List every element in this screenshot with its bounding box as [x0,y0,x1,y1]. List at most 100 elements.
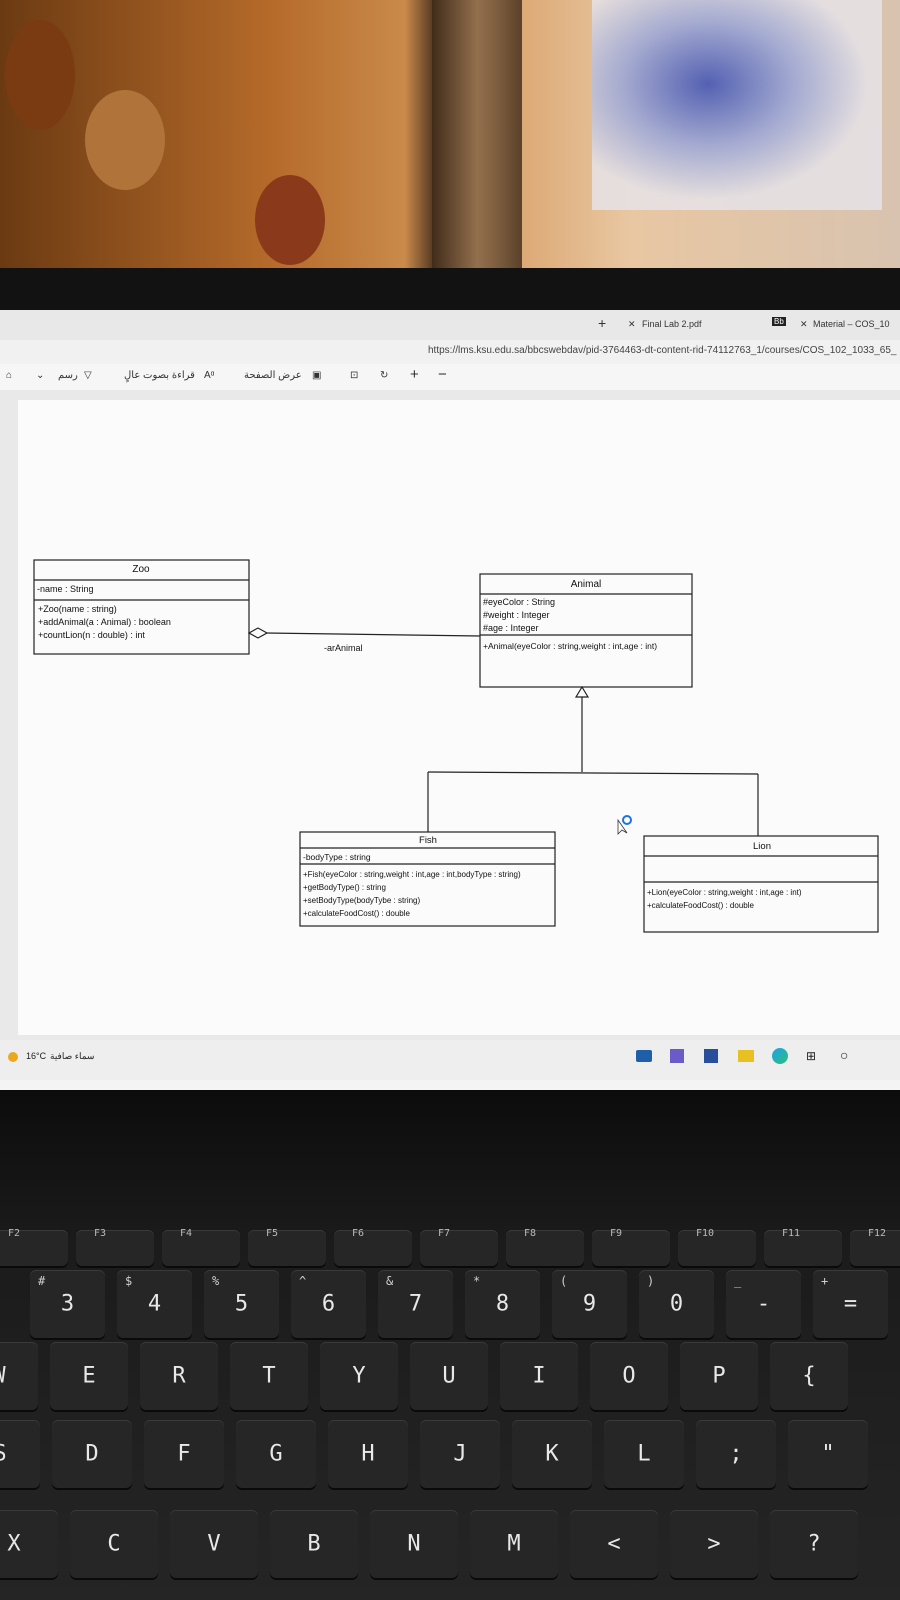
bottom-key-7[interactable]: > [670,1510,758,1578]
number-key-5[interactable]: 8* [465,1270,540,1338]
zoom-in-button[interactable]: + [410,366,419,383]
top-key-1[interactable]: E [50,1342,128,1410]
number-key-0[interactable]: 3# [30,1270,105,1338]
new-tab-icon[interactable]: + [598,315,607,331]
close-tab-icon[interactable]: ✕ [628,319,636,329]
fit-page-icon[interactable]: ⊡ [350,370,359,381]
fkey-f9[interactable]: F9 [592,1228,670,1266]
weather-icon[interactable] [8,1052,18,1062]
read-aloud-icon[interactable]: Aᵅ [204,370,215,381]
fkey-f7[interactable]: F7 [420,1228,498,1266]
app-icon-2[interactable] [704,1049,718,1063]
top-key-8[interactable]: P [680,1342,758,1410]
key-label: R [172,1363,186,1389]
fkey-f11[interactable]: F11 [764,1228,842,1266]
tab-final-lab[interactable]: Final Lab 2.pdf [642,319,702,329]
room-background [0,0,900,285]
home-key-4[interactable]: H [328,1420,408,1488]
fish-method-3: +calculateFoodCost() : double [303,909,411,918]
home-key-9[interactable]: " [788,1420,868,1488]
animal-class-box [479,573,693,688]
top-key-2[interactable]: R [140,1342,218,1410]
task-view-icon[interactable]: ⊞ [806,1049,817,1063]
bottom-key-4[interactable]: N [370,1510,458,1578]
key-label: V [207,1531,221,1557]
page-view-label[interactable]: عرض الصفحة [244,370,302,381]
key-label: J [453,1441,467,1467]
animal-attr-2: #age : Integer [483,623,539,633]
home-key-2[interactable]: F [144,1420,224,1488]
top-key-4[interactable]: Y [320,1342,398,1410]
key-label: Y [352,1363,366,1389]
number-key-7[interactable]: 0) [639,1270,714,1338]
aggregation-diamond [247,627,269,639]
number-key-2[interactable]: 5% [204,1270,279,1338]
bottom-key-8[interactable]: ? [770,1510,858,1578]
tab-material[interactable]: Material – COS_10 [813,319,890,329]
number-key-1[interactable]: 4$ [117,1270,192,1338]
draw-icon[interactable]: ▽ [84,370,92,381]
mail-icon[interactable] [636,1050,652,1062]
address-bar[interactable]: https://lms.ksu.edu.sa/bbcswebdav/pid-37… [0,340,900,364]
number-key-3[interactable]: 6^ [291,1270,366,1338]
close-tab-icon-2[interactable]: ✕ [800,319,808,329]
home-key-8[interactable]: ; [696,1420,776,1488]
bottom-key-1[interactable]: C [70,1510,158,1578]
top-key-9[interactable]: { [770,1342,848,1410]
read-aloud-label[interactable]: قراءة بصوت عالٍ [124,370,195,381]
page-view-icon[interactable]: ▣ [312,370,322,381]
weather-desc[interactable]: سماء صافية [50,1051,95,1061]
key-label: 7 [408,1291,423,1317]
home-key-0[interactable]: S [0,1420,40,1488]
top-key-3[interactable]: T [230,1342,308,1410]
fkey-label: F6 [352,1228,365,1239]
bottom-key-2[interactable]: V [170,1510,258,1578]
fkey-f12[interactable]: F12 [850,1228,900,1266]
highlight-icon[interactable]: ⌂ [6,370,13,381]
fkey-f2[interactable]: F2 [0,1228,68,1266]
number-key-4[interactable]: 7& [378,1270,453,1338]
top-key-5[interactable]: U [410,1342,488,1410]
key-label: K [545,1441,559,1467]
loading-ring-icon [622,815,632,825]
rotate-icon[interactable]: ↻ [380,370,389,381]
zoom-out-button[interactable]: − [438,366,447,383]
search-icon[interactable]: ○ [840,1047,849,1063]
weather-temp[interactable]: 16°C [26,1051,47,1061]
pdf-document-area: Zoo -name : String +Zoo(name : string) +… [0,390,900,1040]
number-key-6[interactable]: 9( [552,1270,627,1338]
file-explorer-icon[interactable] [738,1050,754,1062]
key-label: ; [729,1441,743,1467]
curtain [432,0,522,270]
home-key-3[interactable]: G [236,1420,316,1488]
key-label: P [712,1363,726,1389]
bottom-key-0[interactable]: X [0,1510,58,1578]
url-text[interactable]: https://lms.ksu.edu.sa/bbcswebdav/pid-37… [428,345,897,356]
home-key-1[interactable]: D [52,1420,132,1488]
fkey-f4[interactable]: F4 [162,1228,240,1266]
fkey-f5[interactable]: F5 [248,1228,326,1266]
home-key-7[interactable]: L [604,1420,684,1488]
bottom-key-5[interactable]: M [470,1510,558,1578]
fkey-f3[interactable]: F3 [76,1228,154,1266]
bottom-key-6[interactable]: < [570,1510,658,1578]
fkey-f8[interactable]: F8 [506,1228,584,1266]
top-key-7[interactable]: O [590,1342,668,1410]
fkey-f6[interactable]: F6 [334,1228,412,1266]
browser-tab-bar: + ✕ Final Lab 2.pdf Bb ✕ Material – COS_… [0,310,900,340]
fkey-f10[interactable]: F10 [678,1228,756,1266]
chevron-down-icon[interactable]: ⌄ [36,370,45,381]
top-key-6[interactable]: I [500,1342,578,1410]
home-key-6[interactable]: K [512,1420,592,1488]
fish-class-name: Fish [419,835,437,846]
bottom-key-3[interactable]: B [270,1510,358,1578]
number-key-8[interactable]: -_ [726,1270,801,1338]
edge-browser-icon[interactable] [772,1048,788,1064]
home-key-5[interactable]: J [420,1420,500,1488]
app-icon-1[interactable] [670,1049,684,1063]
number-key-9[interactable]: =+ [813,1270,888,1338]
top-key-0[interactable]: W [0,1342,38,1410]
key-label: U [442,1363,456,1389]
draw-label[interactable]: رسم [58,370,78,381]
